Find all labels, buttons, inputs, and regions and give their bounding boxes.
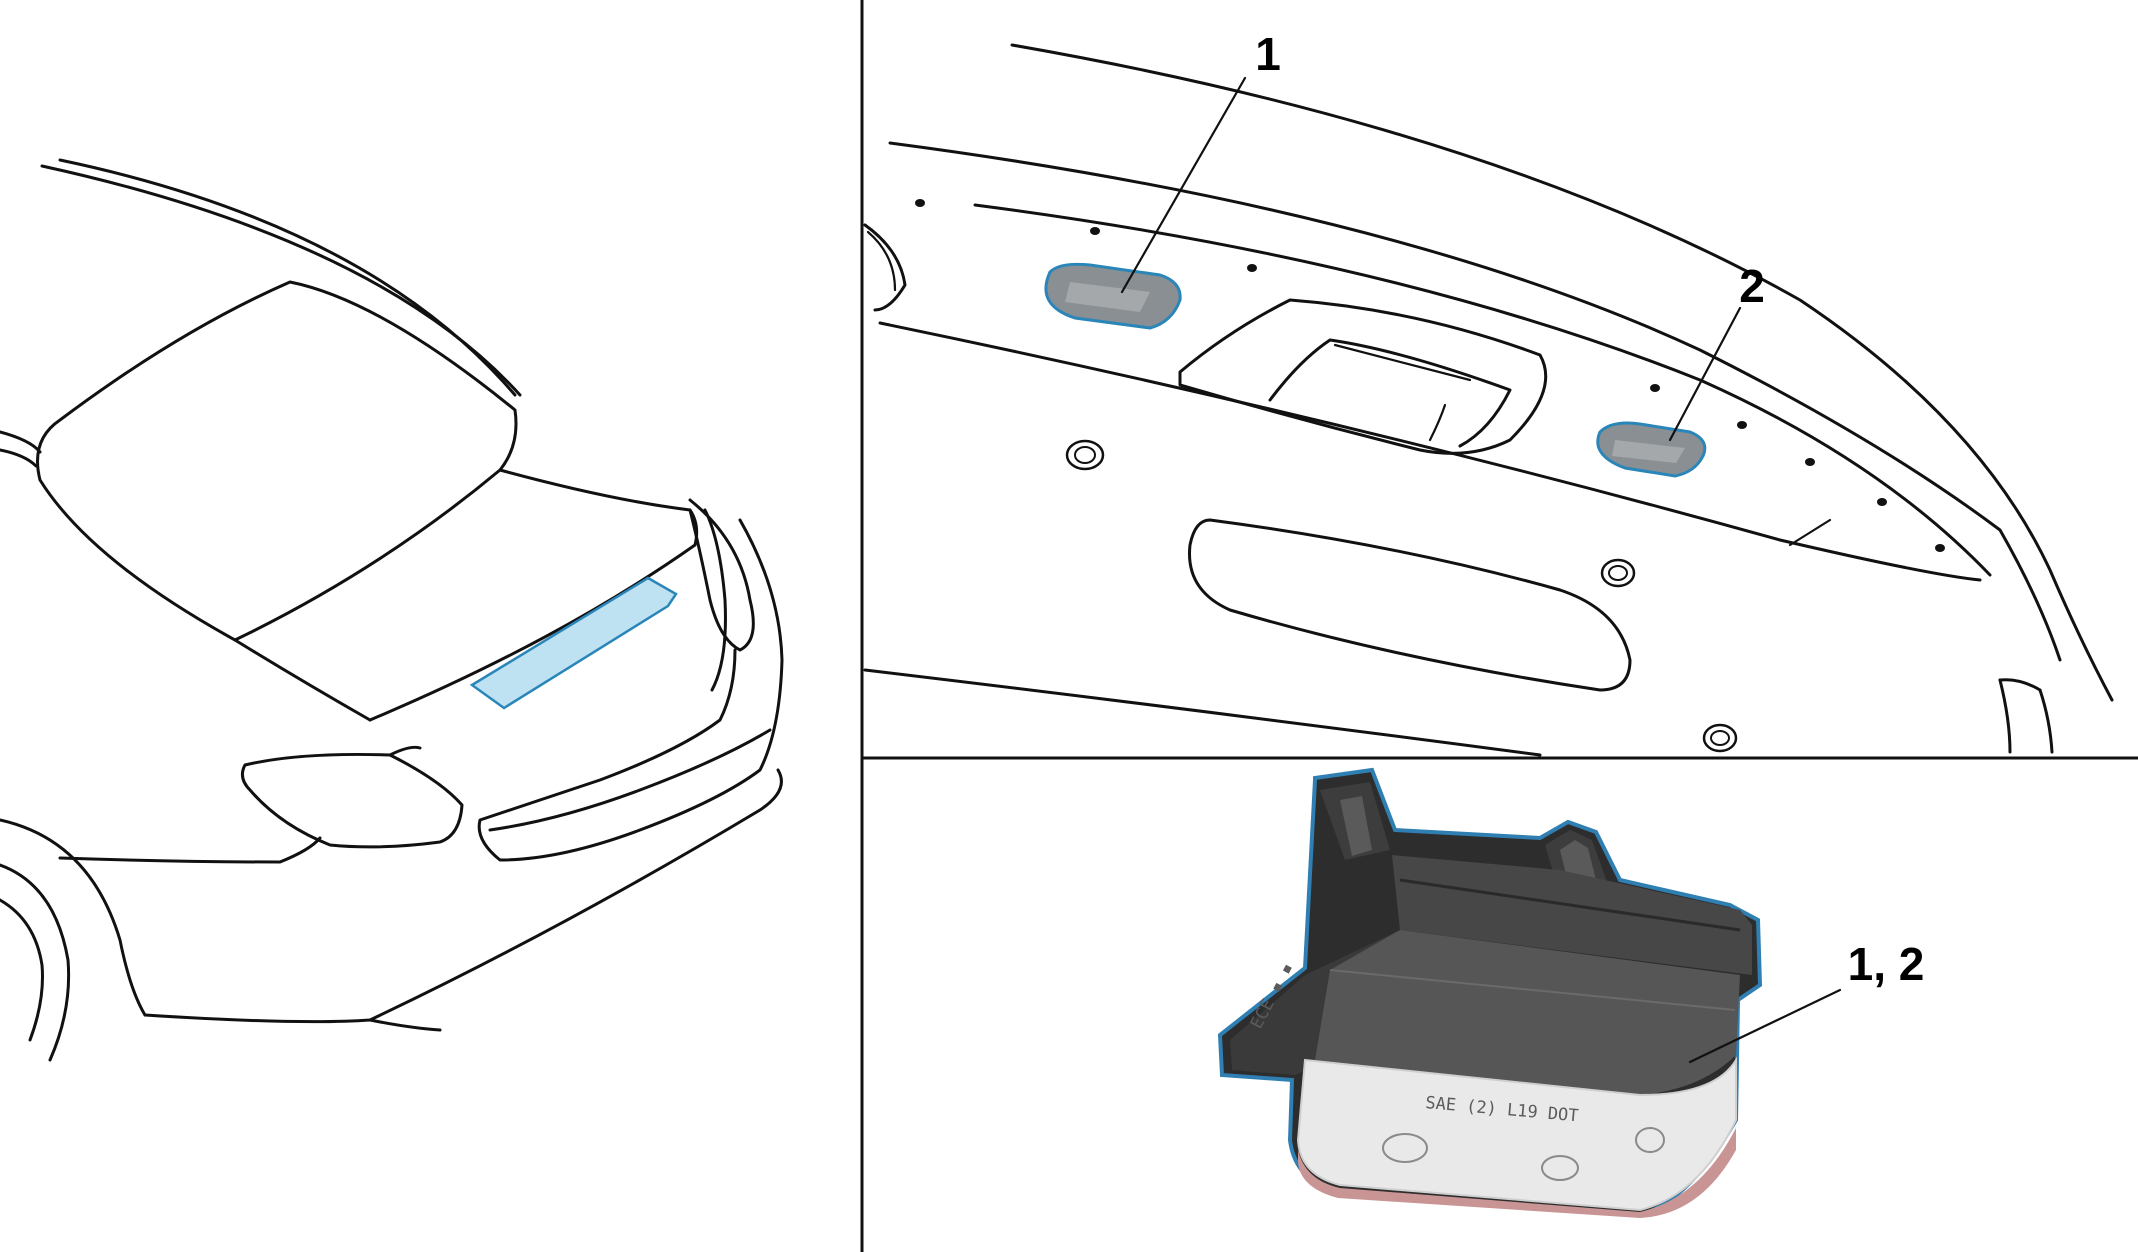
lid-bottom-edge [863,668,1542,757]
callout-1-2: 1, 2 [1848,938,1925,990]
leader-line-1-2 [1688,988,1842,1064]
tail-light-right-inner [703,508,727,692]
trunk-lid-left [233,638,372,722]
fastener-clip [1600,558,1636,588]
bumper-lower-edge [368,1018,442,1032]
bumper-left-upper [58,836,322,864]
hinge-arc [863,223,907,312]
handle-recess-slot [1333,343,1472,382]
tail-light-left [240,752,464,849]
roof-line-inner [58,158,517,397]
panel-tick [1788,518,1832,547]
hinge-arc-inner [866,230,897,292]
tire-inner [0,898,44,1042]
panel-ridge [973,203,1992,577]
lens-logo-3 [1635,1127,1665,1153]
panel-lower-edge [878,321,1982,582]
tire-outer [0,863,71,1062]
mounting-holes [915,199,1945,552]
lens-logo-2 [1541,1155,1579,1181]
license-lamp-detail: SAE (2) L19 DOT ECE ▪ ▪ [1217,767,1842,1218]
callout-1: 1 [1255,28,1281,80]
handle-recess-inner [1268,338,1512,448]
trunk-highlight [469,576,678,710]
rear-quarter-right [477,518,784,862]
trunk-lid-underside [863,43,2114,757]
license-lamp-1 [1044,262,1182,330]
leader-line-1 [1120,76,1247,294]
side-window-line [0,430,42,454]
bumper-lower [143,768,783,1024]
lid-inner-edge [888,141,2062,662]
rear-window [36,280,518,642]
lid-lip-2 [2038,688,2054,754]
callout-2: 2 [1739,260,1765,312]
fastener-clip [1065,439,1105,471]
fastener-clip [1702,723,1738,753]
lid-lip-1 [1998,678,2012,754]
handle-recess-detail [1428,403,1447,442]
wheel-arch [0,818,147,1017]
lower-oval-recess [1188,518,1632,692]
side-window-line-2 [0,448,38,468]
leader-line-2 [1668,306,1742,442]
tail-light-left-tip [388,745,422,757]
vehicle-rear-view [0,158,784,1062]
lid-lip-3 [1998,678,2042,692]
license-lamp-2 [1596,421,1707,478]
tail-light-right [688,498,755,652]
panel-dividers [860,0,2138,1252]
lens-logo [1382,1133,1428,1163]
handle-recess-outer [1178,298,1548,455]
lid-outer-edge [1010,43,2114,702]
bumper-right-upper [488,728,772,832]
